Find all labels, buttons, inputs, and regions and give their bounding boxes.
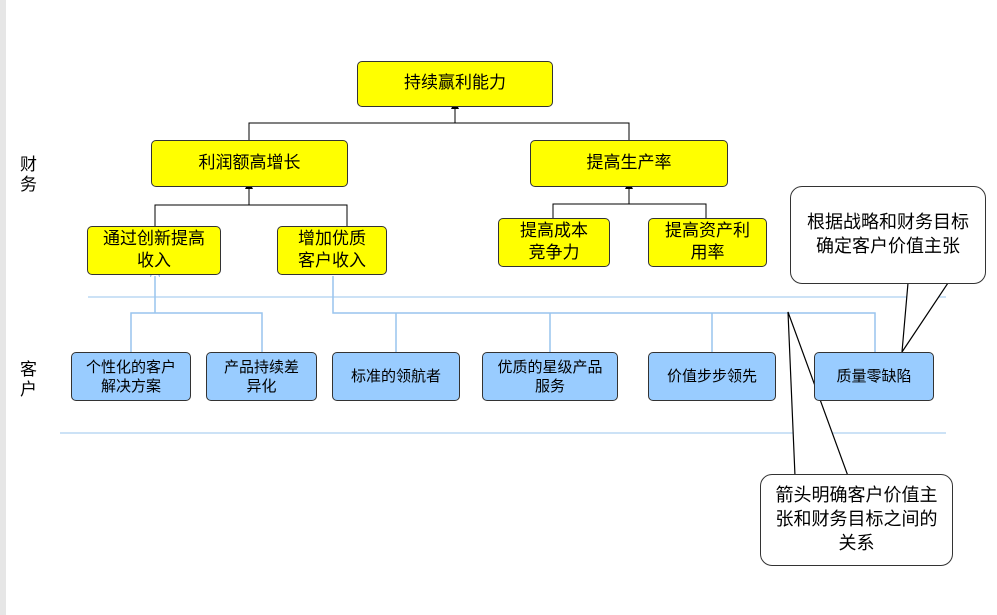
personalized-solutions-box: 个性化的客户解决方案 — [71, 352, 191, 401]
sustained-profitability-box: 持续赢利能力 — [357, 61, 553, 107]
customer-connectors — [130, 276, 876, 352]
zero-defect-box: 质量零缺陷 — [814, 352, 934, 401]
product-differentiation-box: 产品持续差异化 — [206, 352, 317, 401]
star-service-box: 优质的星级产品服务 — [482, 352, 618, 401]
cost-competitiveness-box: 提高成本竞争力 — [498, 218, 610, 267]
arrow-relationship-callout: 箭头明确客户价值主张和财务目标之间的关系 — [760, 474, 953, 566]
asset-utilization-box: 提高资产利用率 — [648, 218, 767, 267]
customer-perspective-label: 客户 — [20, 360, 37, 401]
innovation-revenue-box: 通过创新提高收入 — [87, 226, 221, 275]
finance-connectors — [154, 101, 707, 226]
profit-growth-box: 利润额高增长 — [151, 140, 348, 187]
finance-perspective-label: 财务 — [20, 155, 37, 196]
value-leadership-box: 价值步步领先 — [648, 352, 776, 401]
quality-customer-revenue-box: 增加优质客户收入 — [277, 226, 387, 275]
productivity-box: 提高生产率 — [530, 140, 728, 187]
left-edge-bar — [0, 0, 6, 615]
value-proposition-callout: 根据战略和财务目标确定客户价值主张 — [790, 186, 986, 284]
standard-leader-box: 标准的领航者 — [332, 352, 460, 401]
